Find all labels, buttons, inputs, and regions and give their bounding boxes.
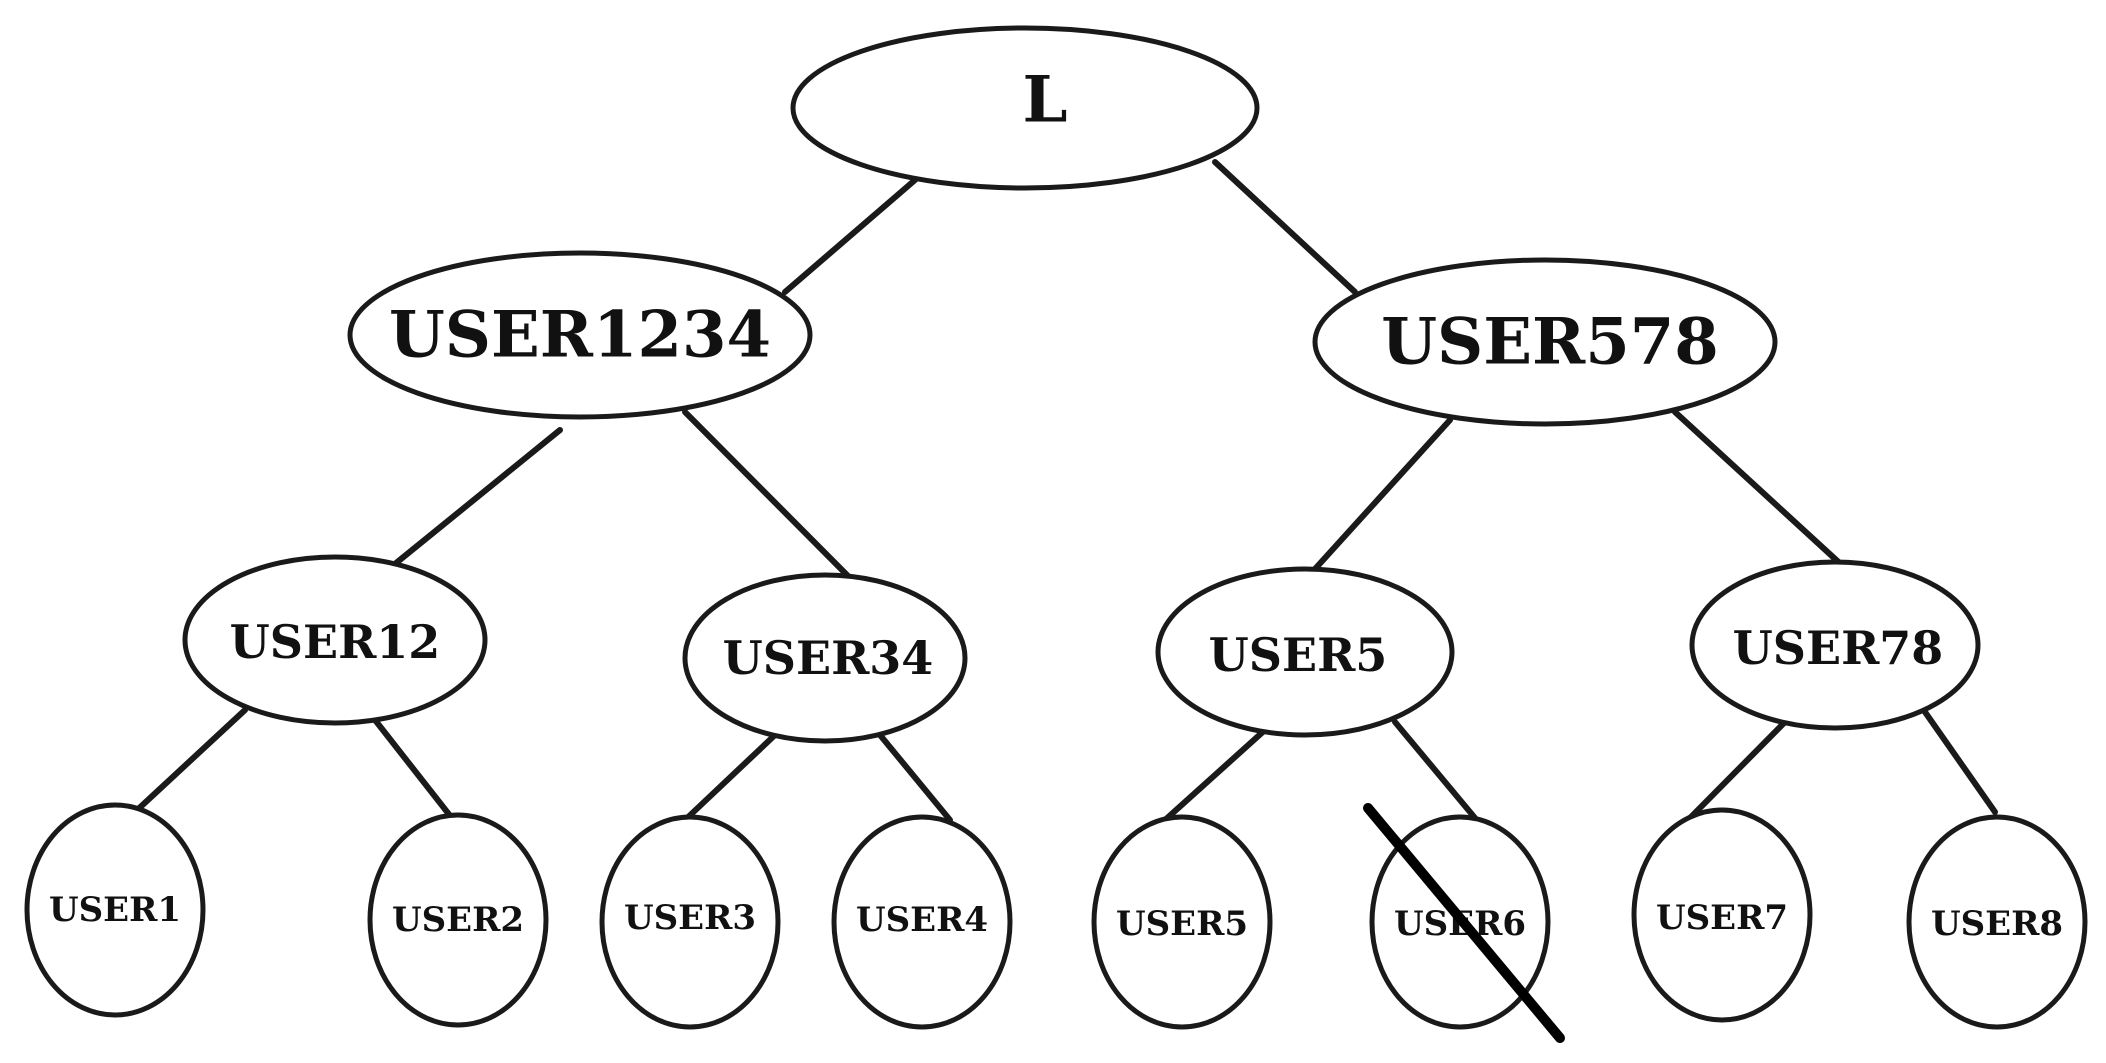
edge-USER1234-USER12 xyxy=(382,427,563,575)
tree-leaf-user8: USER8 xyxy=(1906,814,2088,1030)
tree-node-user1234: USER1234 xyxy=(347,250,813,420)
tree-node-user12: USER12 xyxy=(182,554,488,726)
node-label-USER34: USER34 xyxy=(723,631,934,685)
edge-USER34-USER3 xyxy=(682,732,778,823)
node-label-USER7: USER7 xyxy=(1656,898,1788,938)
node-label-USER2: USER2 xyxy=(392,900,524,940)
edge-USER12-USER2 xyxy=(372,717,458,825)
tree-leaf-user5: USER5 xyxy=(1091,814,1273,1030)
edge-USER5group-USER5 xyxy=(1162,727,1268,823)
node-label-USER1: USER1 xyxy=(49,890,181,930)
strike-through-line xyxy=(1363,803,1565,1043)
tree-leaf-user7: USER7 xyxy=(1631,807,1813,1023)
tree-leaf-user2: USER2 xyxy=(367,812,549,1028)
tree-node-user5-group: USER5 xyxy=(1155,566,1455,738)
node-label-USER1234: USER1234 xyxy=(389,298,771,373)
node-label-USER12: USER12 xyxy=(230,615,441,669)
tree-leaf-user6: USER6 xyxy=(1363,803,1565,1043)
node-label-L: L xyxy=(1023,63,1068,138)
edge-USER578-USER78 xyxy=(1672,409,1848,571)
node-label-USER578: USER578 xyxy=(1381,305,1719,380)
edge-L-USER1234 xyxy=(782,177,918,295)
tree-node-user578: USER578 xyxy=(1312,257,1778,427)
edge-USER78-USER7 xyxy=(1687,719,1788,821)
edge-USER578-USER5group xyxy=(1302,417,1453,583)
edge-L-USER578 xyxy=(1212,159,1358,295)
edge-USER34-USER4 xyxy=(877,732,953,823)
node-label-USER5-group: USER5 xyxy=(1209,628,1388,682)
node-label-USER4: USER4 xyxy=(856,900,988,940)
tree-leaf-user3: USER3 xyxy=(599,814,781,1030)
edge-USER12-USER1 xyxy=(132,707,248,815)
node-label-USER3: USER3 xyxy=(624,898,756,938)
edge-USER78-USER8 xyxy=(1922,709,1998,815)
edge-USER5group-USER6 xyxy=(1392,719,1478,821)
node-label-USER78: USER78 xyxy=(1733,621,1944,675)
tree-leaf-user4: USER4 xyxy=(831,814,1013,1030)
node-label-USER8: USER8 xyxy=(1931,904,2063,944)
tree-node-user78: USER78 xyxy=(1689,559,1981,731)
tree-edges xyxy=(132,159,1998,825)
edge-USER1234-USER34 xyxy=(682,409,853,581)
tree-node-root: L xyxy=(790,25,1260,191)
node-label-USER5: USER5 xyxy=(1116,904,1248,944)
tree-node-user34: USER34 xyxy=(682,572,968,744)
tree-leaf-user1: USER1 xyxy=(24,802,206,1018)
